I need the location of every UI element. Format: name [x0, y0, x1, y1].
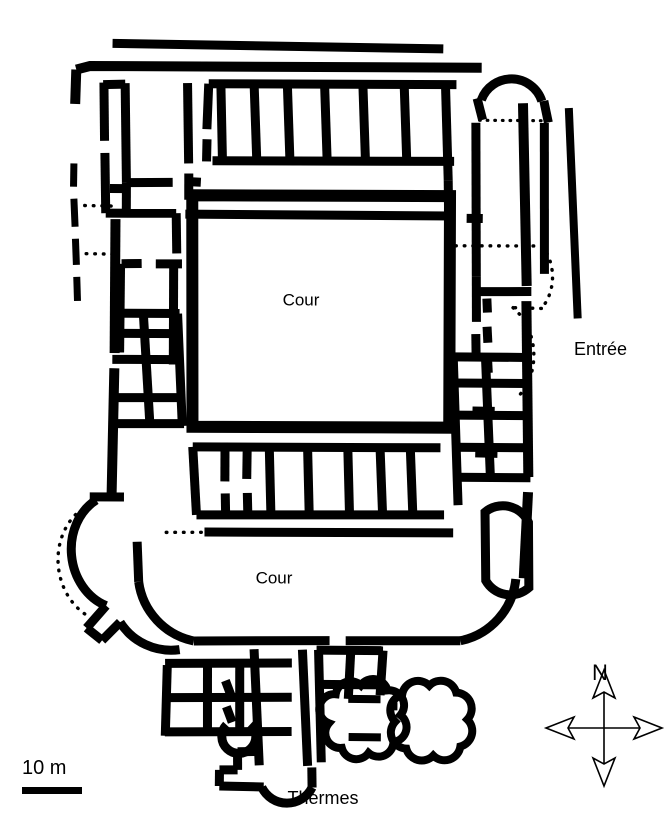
label-baths: Thermes — [287, 788, 359, 808]
west-boundary-wall — [70, 163, 81, 302]
south-room-range — [188, 442, 445, 520]
exedra-south-west — [56, 492, 181, 655]
main-enclosure-walls — [70, 61, 534, 579]
east-room-range — [448, 244, 544, 506]
entrance-reconstruction-dotted — [511, 244, 555, 398]
peristyle-courtyard-upper — [186, 189, 457, 434]
plan-body — [56, 38, 582, 808]
outer-boundary-wall-north — [112, 38, 444, 54]
apse-north-east — [471, 74, 553, 277]
compass-arrow-west — [543, 715, 576, 741]
oval-room-south-east — [480, 501, 534, 600]
scale-bar-label: 10 m — [22, 757, 67, 779]
compass-arrow-east — [632, 715, 665, 741]
label-north: N — [592, 660, 608, 685]
compass-rose-icon — [543, 667, 665, 789]
north-room-range — [99, 79, 483, 224]
label-courtyard-lower: Cour — [255, 568, 293, 588]
scale-bar-icon — [22, 787, 82, 794]
bath-block — [160, 645, 477, 808]
peristyle-courtyard-lower — [132, 527, 521, 646]
west-room-range — [83, 182, 187, 429]
label-entrance: Entrée — [574, 339, 628, 359]
outer-boundary-wall-east — [564, 107, 582, 319]
compass-arrow-south — [591, 756, 617, 789]
label-courtyard-upper: Cour — [282, 290, 320, 310]
compass-arrow-north — [591, 667, 617, 700]
